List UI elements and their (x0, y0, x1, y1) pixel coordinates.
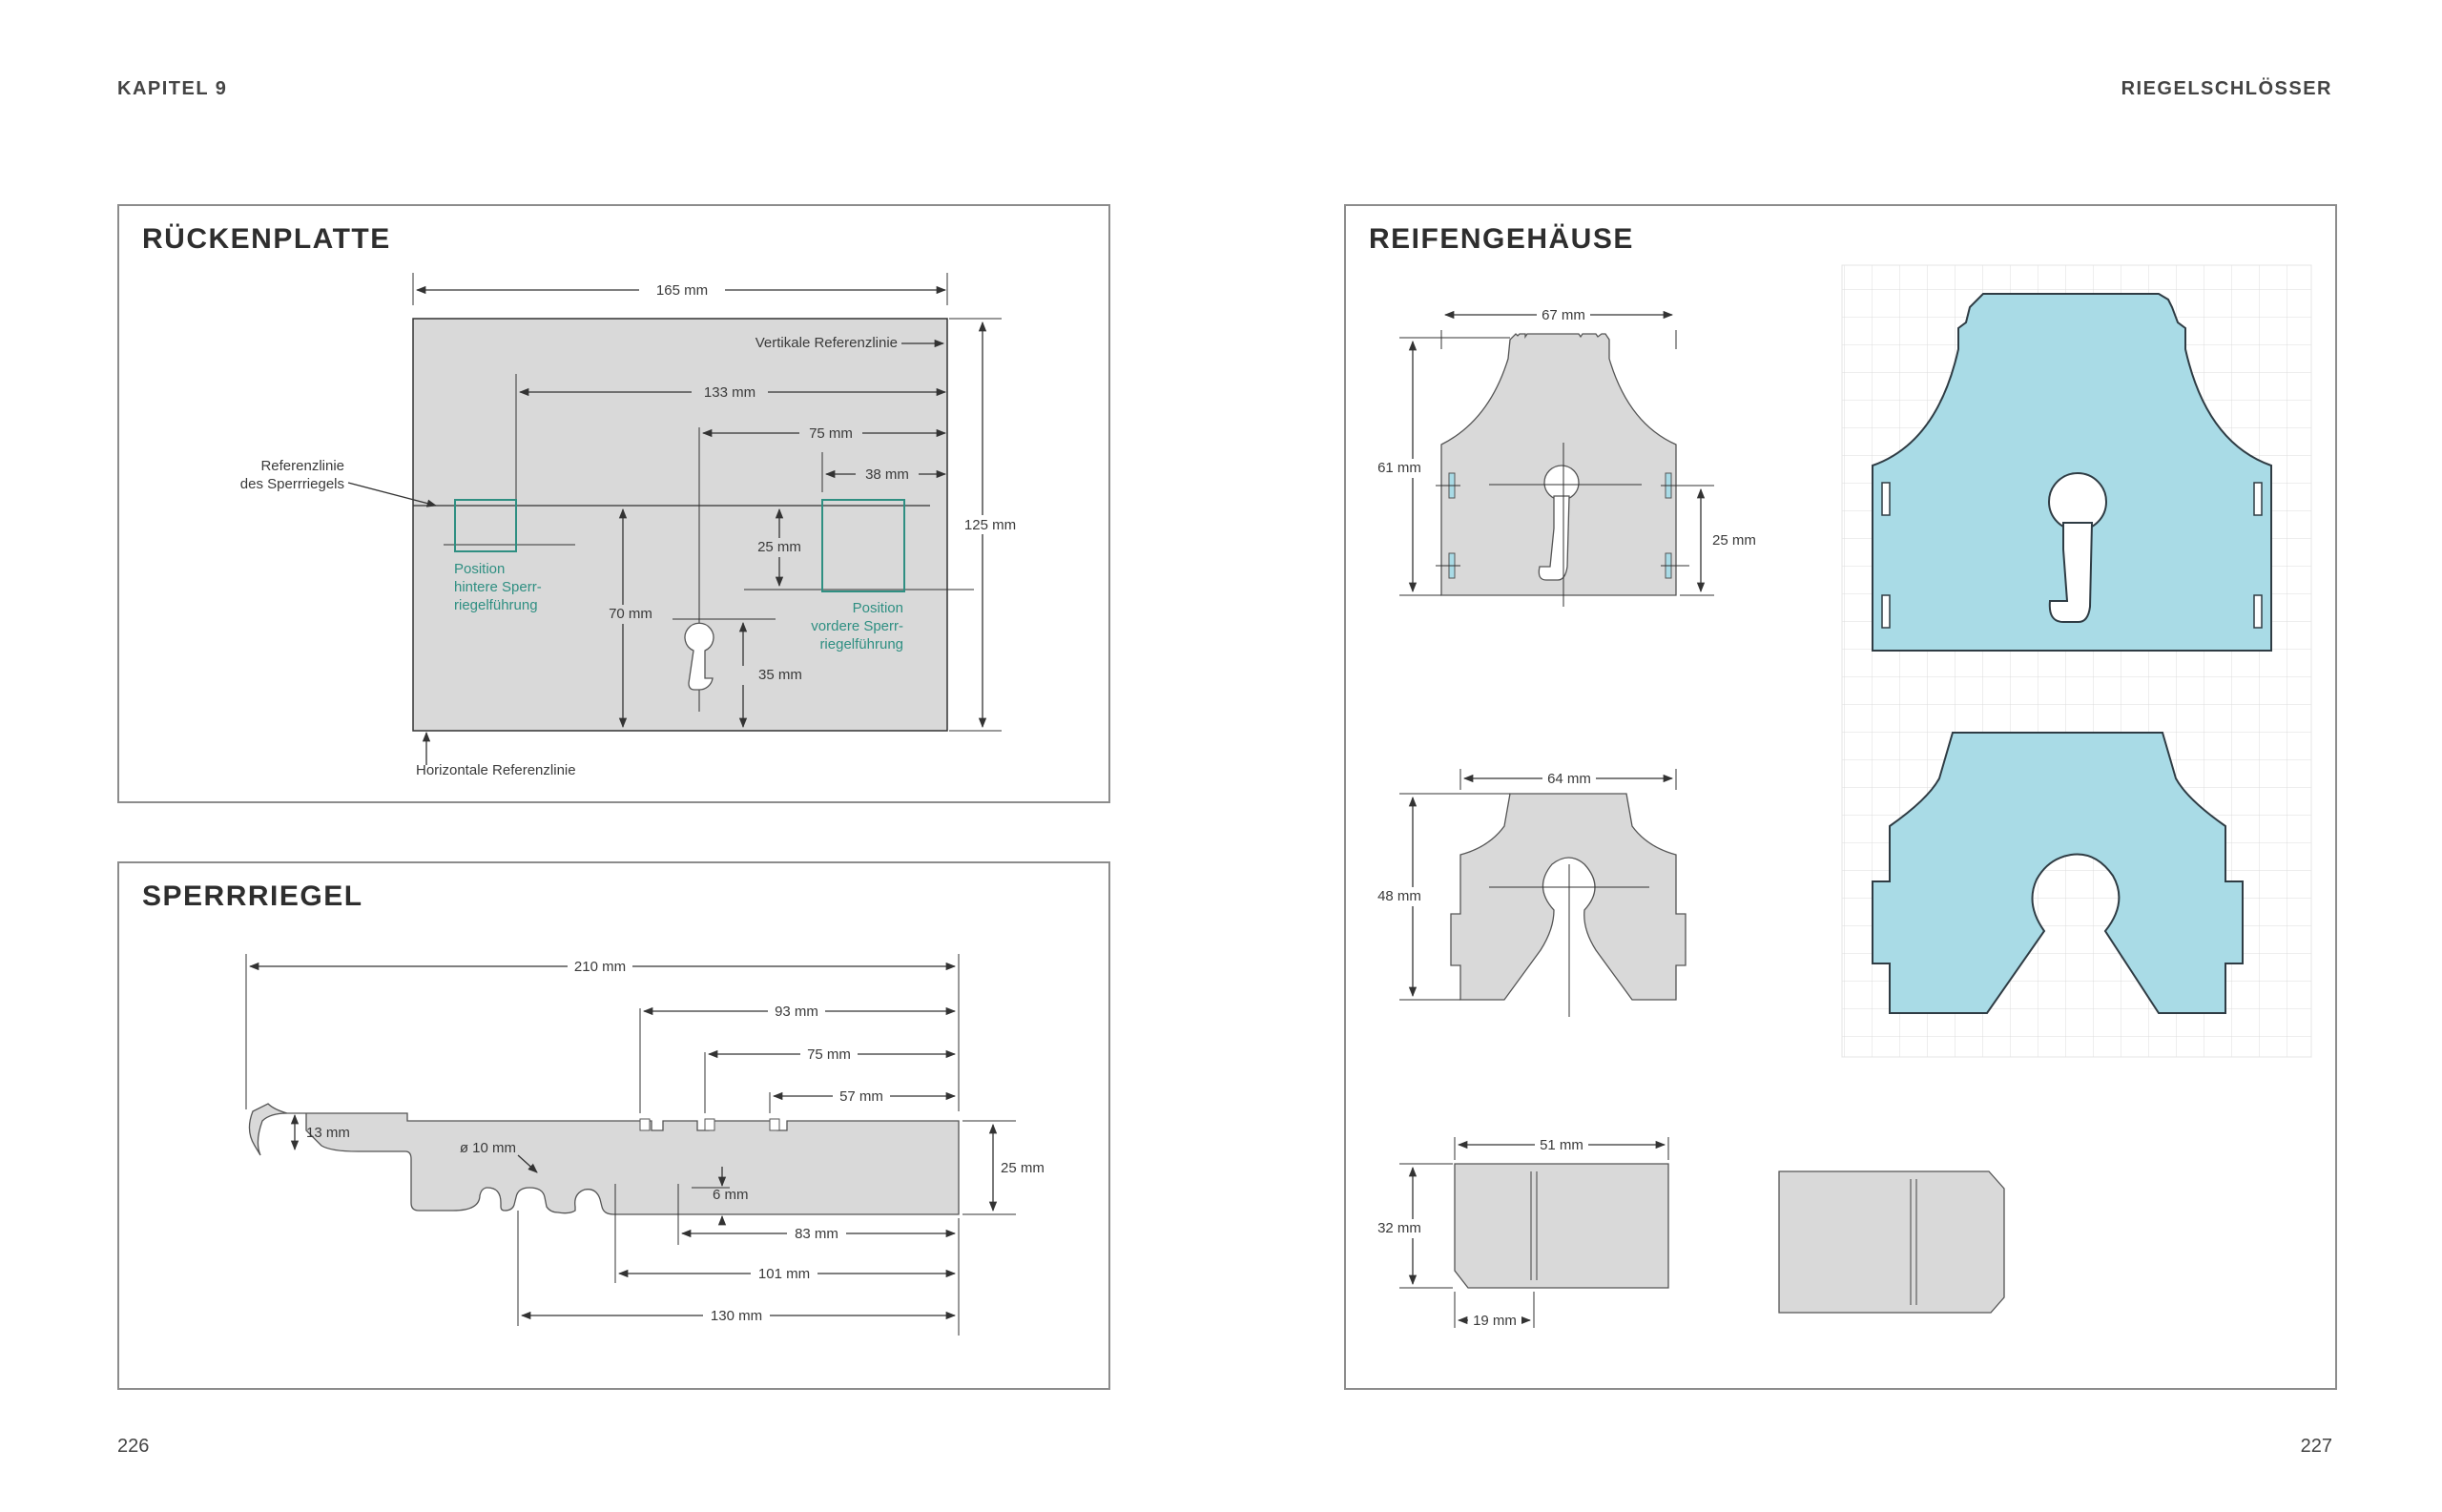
back-plate (412, 318, 948, 732)
dim-13: 13 mm (306, 1125, 350, 1141)
section-label: RIEGELSCHLÖSSER (2121, 78, 2332, 99)
dim-83: 83 mm (795, 1226, 838, 1242)
dim-51: 51 mm (1540, 1137, 1583, 1153)
rueckenplatte-drawing: 165 mm 133 mm 75 mm 38 mm 125 mm 25 mm 7… (240, 273, 1022, 778)
sperrriegel-panel: SPERRRIEGEL 210 mm 93 mm 75 mm 57 mm (117, 861, 1110, 1390)
dim-93: 93 mm (775, 1004, 818, 1020)
label-ref-line-1: Referenzlinie (260, 458, 344, 474)
dim-57: 57 mm (839, 1088, 883, 1105)
reifengehaeuse-drawing: 67 mm 61 mm 25 mm 64 mm 48 mm (1377, 264, 2312, 1331)
page-number-left: 226 (117, 1436, 150, 1457)
label-ref-line-2: des Sperrriegels (240, 476, 344, 492)
label-front-3: riegelführung (819, 636, 903, 652)
dim-75: 75 mm (809, 425, 853, 442)
front-guide-position (821, 499, 905, 592)
template-part-2 (1872, 732, 2244, 1014)
dim-75-sr: 75 mm (807, 1046, 851, 1063)
dim-165: 165 mm (656, 282, 708, 299)
dim-133: 133 mm (704, 384, 755, 401)
reifengehaeuse-title: REIFENGEHÄUSE (1369, 223, 1634, 255)
dim-125: 125 mm (964, 517, 1016, 533)
locking-bolt (248, 1103, 960, 1215)
label-front-1: Position (853, 600, 903, 616)
dim-38: 38 mm (865, 466, 909, 483)
dim-67: 67 mm (1542, 307, 1585, 323)
dim-32: 32 mm (1377, 1220, 1421, 1236)
housing-part-1 (1440, 333, 1677, 596)
rear-guide-position (454, 499, 517, 552)
dim-35: 35 mm (758, 667, 802, 683)
dim-19: 19 mm (1473, 1313, 1517, 1329)
dim-10: ø 10 mm (460, 1140, 516, 1156)
reifengehaeuse-panel: REIFENGEHÄUSE 67 mm (1344, 204, 2337, 1390)
label-front-2: vordere Sperr- (811, 618, 903, 634)
dim-25-rp: 25 mm (757, 539, 801, 555)
dim-25-sr: 25 mm (1001, 1160, 1045, 1176)
dim-64: 64 mm (1547, 771, 1591, 787)
dim-25-rg: 25 mm (1712, 532, 1756, 549)
sperrriegel-title: SPERRRIEGEL (142, 880, 363, 912)
template-part-1 (1872, 293, 2272, 652)
housing-part-3-variant (1778, 1170, 2005, 1314)
dim-6: 6 mm (713, 1187, 749, 1203)
label-horizontal-ref: Horizontale Referenzlinie (416, 762, 576, 778)
housing-part-2 (1450, 793, 1687, 1001)
dim-70: 70 mm (609, 606, 652, 622)
dim-48: 48 mm (1377, 888, 1421, 904)
dim-101: 101 mm (758, 1266, 810, 1282)
housing-part-3 (1454, 1163, 1669, 1289)
sperrriegel-drawing: 210 mm 93 mm 75 mm 57 mm 13 mm ø 10 mm 6… (245, 954, 1045, 1336)
page-number-right: 227 (2300, 1436, 2332, 1457)
keyhole-cutout (684, 622, 714, 691)
label-rear-2: hintere Sperr- (454, 579, 542, 595)
label-vertical-ref: Vertikale Referenzlinie (755, 335, 898, 351)
label-rear-1: Position (454, 561, 505, 577)
dim-61: 61 mm (1377, 460, 1421, 476)
rueckenplatte-panel: RÜCKENPLATTE 165 mm 133 mm 75 mm (117, 204, 1110, 803)
chapter-label: KAPITEL 9 (117, 78, 228, 99)
dim-130: 130 mm (711, 1308, 762, 1324)
rueckenplatte-title: RÜCKENPLATTE (142, 223, 391, 255)
label-rear-3: riegelführung (454, 597, 538, 613)
dim-210: 210 mm (574, 959, 626, 975)
